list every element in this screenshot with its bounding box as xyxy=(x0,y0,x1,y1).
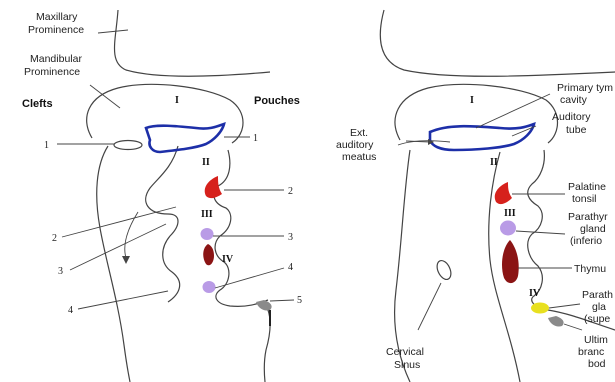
cervical-sinus-label-line1: Cervical xyxy=(386,346,424,358)
cleft-number-3: 3 xyxy=(58,266,63,277)
parathyroid-inferior-label-line2: gland xyxy=(580,223,606,235)
auditory-tube-label-line2: tube xyxy=(566,124,587,136)
right-panel: I II III IV Primary tym cavity Auditory … xyxy=(336,10,615,382)
left-body-outline xyxy=(97,146,130,382)
pouch-4-leader xyxy=(215,268,284,288)
pouch-3-thymus-drop xyxy=(203,244,214,265)
right-arch-1-outline xyxy=(395,84,557,143)
maxillary-leader xyxy=(98,30,128,33)
pouch-number-5: 5 xyxy=(297,295,302,306)
right-arch-label-3: III xyxy=(504,208,516,219)
pouches-heading: Pouches xyxy=(254,95,300,107)
primary-tympanic-label-line2: cavity xyxy=(560,94,588,106)
ultimobranchial-leader xyxy=(564,324,582,330)
palatine-tonsil-label-line1: Palatine xyxy=(568,181,606,193)
parathyroid-superior-yellow xyxy=(531,303,549,314)
mandibular-label-line1: Mandibular xyxy=(30,53,82,65)
palatine-tonsil-red xyxy=(495,182,512,204)
pouch-number-1: 1 xyxy=(253,133,258,144)
pouch-4-lavender xyxy=(203,281,216,293)
cleft-number-2: 2 xyxy=(52,233,57,244)
right-arch-label-4: IV xyxy=(529,288,541,299)
cleft-1-shape xyxy=(114,141,142,150)
parathyroid-inferior-lavender xyxy=(500,221,516,236)
maxillary-label-line1: Maxillary xyxy=(36,11,78,23)
auditory-tube-label-line1: Auditory xyxy=(552,111,591,123)
parathyroid-inferior-leader xyxy=(516,231,565,234)
cervical-sinus-label-line2: Sinus xyxy=(394,359,420,371)
arch-label-1: I xyxy=(175,95,179,106)
pouch-number-4: 4 xyxy=(288,262,293,273)
pouch-number-3: 3 xyxy=(288,232,293,243)
parathyroid-superior-label-line2: gla xyxy=(592,301,606,313)
pouch-5-gray xyxy=(256,300,272,311)
pouch-2-red xyxy=(205,176,222,198)
mandibular-label-line2: Prominence xyxy=(24,66,80,78)
pouch-5-leader xyxy=(270,300,294,301)
ext-meatus-label-line2: auditory xyxy=(336,139,374,151)
ultimobranchial-label-line2: branc xyxy=(578,346,604,358)
ext-meatus-label-line3: meatus xyxy=(342,151,376,163)
thymus-label: Thymu xyxy=(574,263,606,275)
parathyroid-superior-label-line3: (supe xyxy=(584,313,610,325)
pouch-number-2: 2 xyxy=(288,186,293,197)
cleft-number-4: 4 xyxy=(68,305,73,316)
thymus-dark-red xyxy=(502,240,519,283)
arch-label-3: III xyxy=(201,209,213,220)
arrow-head xyxy=(122,256,130,264)
ultimobranchial-label-line1: Ultim xyxy=(584,334,608,346)
clefts-heading: Clefts xyxy=(22,98,53,110)
primary-tympanic-leader xyxy=(476,94,550,128)
palatine-tonsil-label-line2: tonsil xyxy=(572,193,597,205)
arch-label-2: II xyxy=(202,157,210,168)
right-arch-label-2: II xyxy=(490,157,498,168)
cleft-2-leader xyxy=(62,207,176,237)
ultimobranchial-label-line3: bod xyxy=(588,358,606,370)
parathyroid-inferior-label-line1: Parathyr xyxy=(568,211,608,223)
cervical-sinus-shape xyxy=(434,258,453,281)
pouch-3-lavender xyxy=(201,228,214,240)
ultimobranchial-gray xyxy=(548,316,564,327)
parathyroid-superior-leader xyxy=(549,304,580,308)
ext-meatus-label-line1: Ext. xyxy=(350,127,368,139)
right-top-outline xyxy=(380,10,615,76)
pouch-1-blue xyxy=(146,124,224,152)
right-pouch-1-blue xyxy=(430,124,534,150)
parathyroid-superior-label-line1: Parath xyxy=(582,289,613,301)
primary-tympanic-label-line1: Primary tym xyxy=(557,82,613,94)
maxillary-label-line2: Prominence xyxy=(28,24,84,36)
arch-label-4: IV xyxy=(222,254,234,265)
right-arch-label-1: I xyxy=(470,95,474,106)
parathyroid-inferior-label-line3: (inferio xyxy=(570,235,602,247)
left-pharynx-wall xyxy=(214,150,268,306)
cleft-4-leader xyxy=(78,291,168,309)
maxillary-outline xyxy=(115,10,271,76)
left-inner-cleft-outline xyxy=(146,146,180,302)
cleft-number-1: 1 xyxy=(44,140,49,151)
left-panel: Maxillary Prominence Mandibular Prominen… xyxy=(22,10,302,382)
cervical-sinus-leader xyxy=(418,283,441,330)
